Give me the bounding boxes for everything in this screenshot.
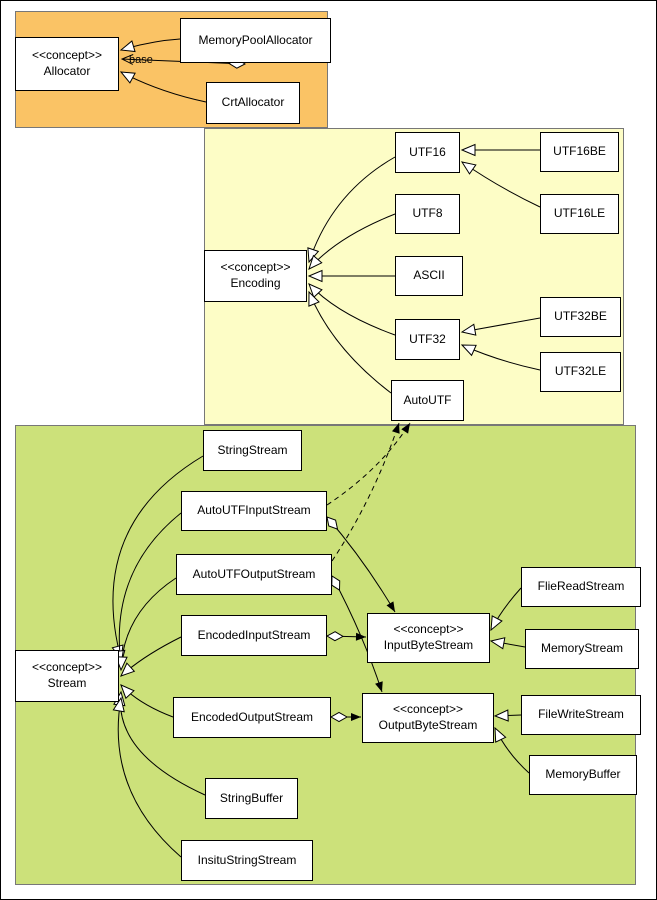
node-label: <<concept>> (31, 660, 103, 675)
node-encoding-concept: <<concept>>Encoding (204, 250, 307, 302)
node-input-byte-stream-concept: <<concept>>InputByteStream (367, 613, 490, 663)
node-label: UTF32 (409, 331, 446, 346)
node-memory-buffer: MemoryBuffer (529, 755, 637, 795)
node-label: AutoUTFInputStream (197, 503, 311, 518)
node-label: CrtAllocator (221, 95, 285, 110)
node-label: AutoUTF (403, 392, 452, 407)
node-label: Encoding (230, 276, 281, 290)
node-file-write-stream: FileWriteStream (521, 695, 641, 735)
node-label: UTF16LE (553, 206, 606, 221)
node-string-stream: StringStream (203, 430, 302, 471)
node-memory-pool-allocator: MemoryPoolAllocator (180, 18, 331, 63)
node-label: UTF32LE (554, 364, 607, 379)
node-label: UTF32BE (554, 309, 607, 324)
node-utf16be: UTF16BE (540, 132, 619, 172)
node-file-read-stream: FlieReadStream (521, 567, 641, 607)
node-label: EncodedInputStream (197, 627, 311, 642)
node-label: FileWriteStream (538, 707, 624, 722)
node-utf32le: UTF32LE (540, 352, 621, 392)
node-label: InsituStringStream (197, 852, 297, 867)
node-crt-allocator: CrtAllocator (206, 82, 300, 124)
node-utf8: UTF8 (395, 194, 460, 234)
node-label: StringStream (217, 442, 288, 457)
node-label: StringBuffer (219, 790, 284, 805)
node-label: OutputByteStream (378, 718, 478, 732)
node-label: EncodedOutputStream (190, 709, 314, 724)
node-label: MemoryPoolAllocator (198, 32, 313, 47)
node-label: Allocator (43, 64, 91, 78)
node-label: UTF16 (409, 144, 446, 159)
node-memory-stream: MemoryStream (525, 629, 639, 669)
node-label: <<concept>> (31, 48, 103, 63)
node-utf32be: UTF32BE (540, 297, 621, 337)
node-utf16le: UTF16LE (540, 194, 619, 234)
node-string-buffer: StringBuffer (205, 778, 298, 819)
node-label: MemoryBuffer (545, 767, 621, 782)
node-utf16: UTF16 (395, 132, 460, 173)
node-label: ASCII (413, 268, 445, 283)
node-label: UTF8 (412, 206, 443, 221)
node-label: UTF16BE (553, 144, 606, 159)
node-autoutf: AutoUTF (391, 380, 464, 421)
node-stream-concept: <<concept>>Stream (15, 650, 119, 702)
node-label: MemoryStream (540, 641, 623, 656)
node-encoded-output-stream: EncodedOutputStream (173, 697, 331, 738)
node-label: AutoUTFOutputStream (192, 566, 316, 581)
node-encoded-input-stream: EncodedInputStream (181, 615, 327, 656)
node-allocator-concept: <<concept>>Allocator (15, 37, 119, 91)
node-label: <<concept>> (392, 702, 464, 717)
node-ascii: ASCII (395, 256, 463, 296)
node-insitu-string-stream: InsituStringStream (181, 840, 313, 881)
node-label: <<concept>> (220, 260, 291, 275)
node-label: InputByteStream (383, 638, 474, 652)
node-label: <<concept>> (393, 622, 464, 637)
node-autoutf-output-stream: AutoUTFOutputStream (176, 554, 332, 595)
node-autoutf-input-stream: AutoUTFInputStream (181, 491, 327, 531)
node-utf32: UTF32 (395, 319, 460, 360)
node-output-byte-stream-concept: <<concept>>OutputByteStream (362, 693, 494, 743)
node-label: FlieReadStream (537, 579, 625, 594)
node-label: Stream (47, 676, 87, 690)
